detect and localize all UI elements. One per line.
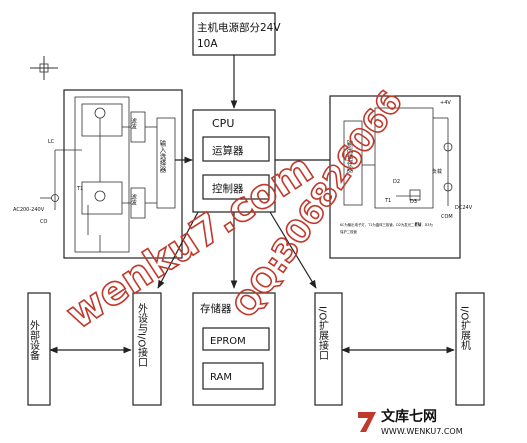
crosshair-mark bbox=[30, 56, 58, 80]
output-note-line1: KC为输出电子灯，T1为晶体三极管，D2为发光二极管，D3为 bbox=[340, 222, 433, 227]
io-interface-box: I/O扩展接口 bbox=[314, 292, 343, 406]
input-unit: 滤波 滤波 输入选择器 AC200-240V LC T1 CO bbox=[13, 89, 183, 259]
power-line2: 10A bbox=[197, 38, 218, 50]
output-latch-label: 输出锁存器 bbox=[345, 139, 353, 174]
out-label-d3: D3 bbox=[410, 199, 417, 205]
eprom-label: EPROM bbox=[210, 336, 246, 347]
cpu-title: CPU bbox=[212, 117, 234, 130]
output-note-line2: 保护二极管 bbox=[340, 229, 358, 234]
site-logo: 文库七网 WWW.WENKU7.COM bbox=[358, 408, 463, 436]
input-filter-top: 滤波 bbox=[130, 117, 137, 131]
cpu-box: CPU 运算器 控制器 bbox=[192, 109, 276, 213]
controller-label: 控制器 bbox=[212, 182, 244, 195]
memory-title: 存储器 bbox=[200, 302, 232, 315]
peripheral-devices-label: 外部设备 bbox=[28, 320, 40, 361]
input-label-t1: T1 bbox=[76, 186, 83, 192]
peripheral-interface-label: 外设与I/O接口 bbox=[136, 303, 148, 367]
peripheral-devices-box: 外部设备 bbox=[27, 292, 51, 406]
input-label-lc: LC bbox=[48, 139, 55, 145]
out-label-dc24v: DC24V bbox=[455, 205, 473, 211]
input-filter-bottom: 滤波 bbox=[130, 193, 137, 207]
peripheral-interface-box: 外设与I/O接口 bbox=[132, 292, 162, 406]
io-interface-label: I/O扩展接口 bbox=[317, 306, 329, 360]
cpu-to-peripheral-arrow bbox=[157, 211, 199, 289]
out-label-t1: T1 bbox=[384, 198, 391, 204]
io-expander-label: I/O扩展机 bbox=[459, 306, 471, 351]
out-label-d2: D2 bbox=[393, 179, 400, 185]
ac-voltage-label: AC200-240V bbox=[13, 207, 45, 213]
power-supply-box: 主机电源部分24V 10A bbox=[192, 12, 281, 56]
out-label-fu: FU bbox=[415, 222, 422, 228]
out-label-com: COM bbox=[441, 214, 453, 220]
out-label-4v: +4V bbox=[440, 100, 451, 106]
out-label-load: 负载 bbox=[432, 168, 442, 175]
logo-url: WWW.WENKU7.COM bbox=[381, 427, 463, 436]
output-unit: 输出锁存器 +4V 负载 DC24V COM FU D3 T1 D2 KC为输出… bbox=[329, 95, 473, 259]
logo-cn: 文库七网 bbox=[381, 408, 437, 425]
alu-label: 运算器 bbox=[212, 144, 244, 157]
ram-label: RAM bbox=[210, 372, 232, 383]
cpu-to-io-interface-arrow bbox=[269, 211, 317, 289]
io-expander-box: I/O扩展机 bbox=[455, 292, 485, 406]
memory-box: 存储器 EPROM RAM bbox=[192, 292, 276, 406]
input-selector-label: 输入选择器 bbox=[158, 139, 166, 174]
input-label-co: CO bbox=[40, 219, 47, 225]
power-line1: 主机电源部分24V bbox=[197, 21, 281, 34]
